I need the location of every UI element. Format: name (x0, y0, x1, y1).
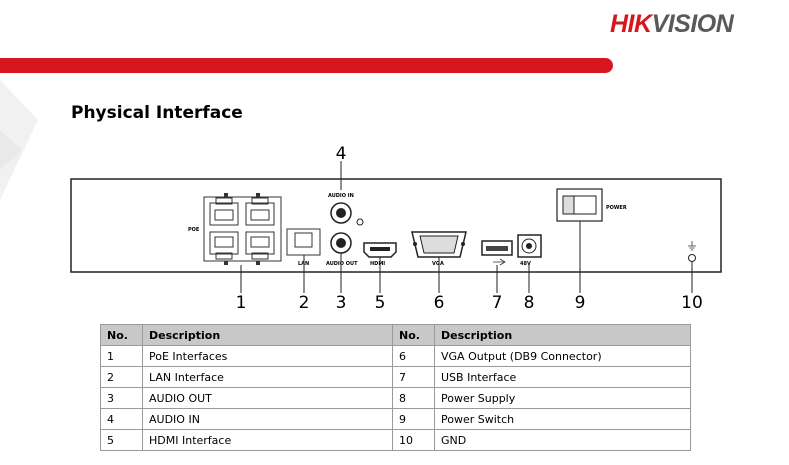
callout-number: 4 (336, 144, 347, 164)
table-cell: 4 (100, 408, 143, 430)
callout-number: 5 (375, 293, 386, 312)
usb-symbol-icon (493, 258, 506, 266)
callout-number: 8 (524, 293, 535, 312)
audio-in-label: AUDIO IN (328, 193, 354, 199)
page-title: Physical Interface (71, 103, 243, 123)
callout-number: 9 (575, 293, 586, 312)
callout-number: 3 (336, 293, 347, 312)
ground-symbol-icon (688, 241, 696, 251)
column-header: Description (142, 324, 393, 346)
table-cell: 6 (392, 345, 435, 367)
table-cell: 5 (100, 429, 143, 451)
column-header: No. (392, 324, 435, 346)
callout-number: 6 (434, 293, 445, 312)
table-cell: PoE Interfaces (142, 345, 393, 367)
table-row: 2 LAN Interface 7 USB Interface (100, 366, 691, 388)
callout-number: 7 (492, 293, 503, 312)
poe-port-icon (209, 197, 275, 260)
column-header: Description (434, 324, 691, 346)
callout-number: 2 (299, 293, 310, 312)
header-red-bar (0, 58, 613, 73)
table-cell: 10 (392, 429, 435, 451)
table-row: 4 AUDIO IN 9 Power Switch (100, 408, 691, 430)
poe-port-block (203, 196, 282, 262)
table-cell: 1 (100, 345, 143, 367)
table-cell: VGA Output (DB9 Connector) (434, 345, 691, 367)
audio-out-jack (330, 232, 352, 254)
hikvision-logo: HIKVISION (610, 10, 734, 38)
gnd-terminal (688, 254, 696, 262)
vga-port (411, 231, 467, 258)
table-cell: 8 (392, 387, 435, 409)
table-cell: GND (434, 429, 691, 451)
table-cell: 2 (100, 366, 143, 388)
column-header: No. (100, 324, 143, 346)
poe-label: POE (188, 227, 200, 233)
table-cell: 3 (100, 387, 143, 409)
table-cell: 9 (392, 408, 435, 430)
table-row: 5 HDMI Interface 10 GND (100, 429, 691, 451)
vga-label: VGA (432, 261, 444, 267)
power-supply-label: 48V (520, 261, 531, 267)
audio-out-label: AUDIO OUT (326, 261, 358, 267)
hdmi-label: HDMI (370, 261, 385, 267)
background-watermark (0, 80, 38, 200)
table-cell: LAN Interface (142, 366, 393, 388)
interface-table: No. Description No. Description 1 PoE In… (100, 324, 691, 451)
table-cell: 7 (392, 366, 435, 388)
power-switch-label: POWER (606, 205, 627, 211)
table-cell: HDMI Interface (142, 429, 393, 451)
table-header-row: No. Description No. Description (100, 324, 691, 346)
callout-number: 10 (681, 293, 703, 312)
rear-panel-diagram: POE LAN AUDIO IN AUDIO OUT HDMI VGA (70, 144, 722, 312)
table-cell: AUDIO OUT (142, 387, 393, 409)
table-cell: USB Interface (434, 366, 691, 388)
callout-number: 1 (236, 293, 247, 312)
status-led (356, 218, 364, 226)
table-cell: Power Supply (434, 387, 691, 409)
table-row: 1 PoE Interfaces 6 VGA Output (DB9 Conne… (100, 345, 691, 367)
table-cell: AUDIO IN (142, 408, 393, 430)
table-row: 3 AUDIO OUT 8 Power Supply (100, 387, 691, 409)
table-cell: Power Switch (434, 408, 691, 430)
device-chassis (70, 178, 722, 273)
audio-in-jack (330, 202, 352, 224)
